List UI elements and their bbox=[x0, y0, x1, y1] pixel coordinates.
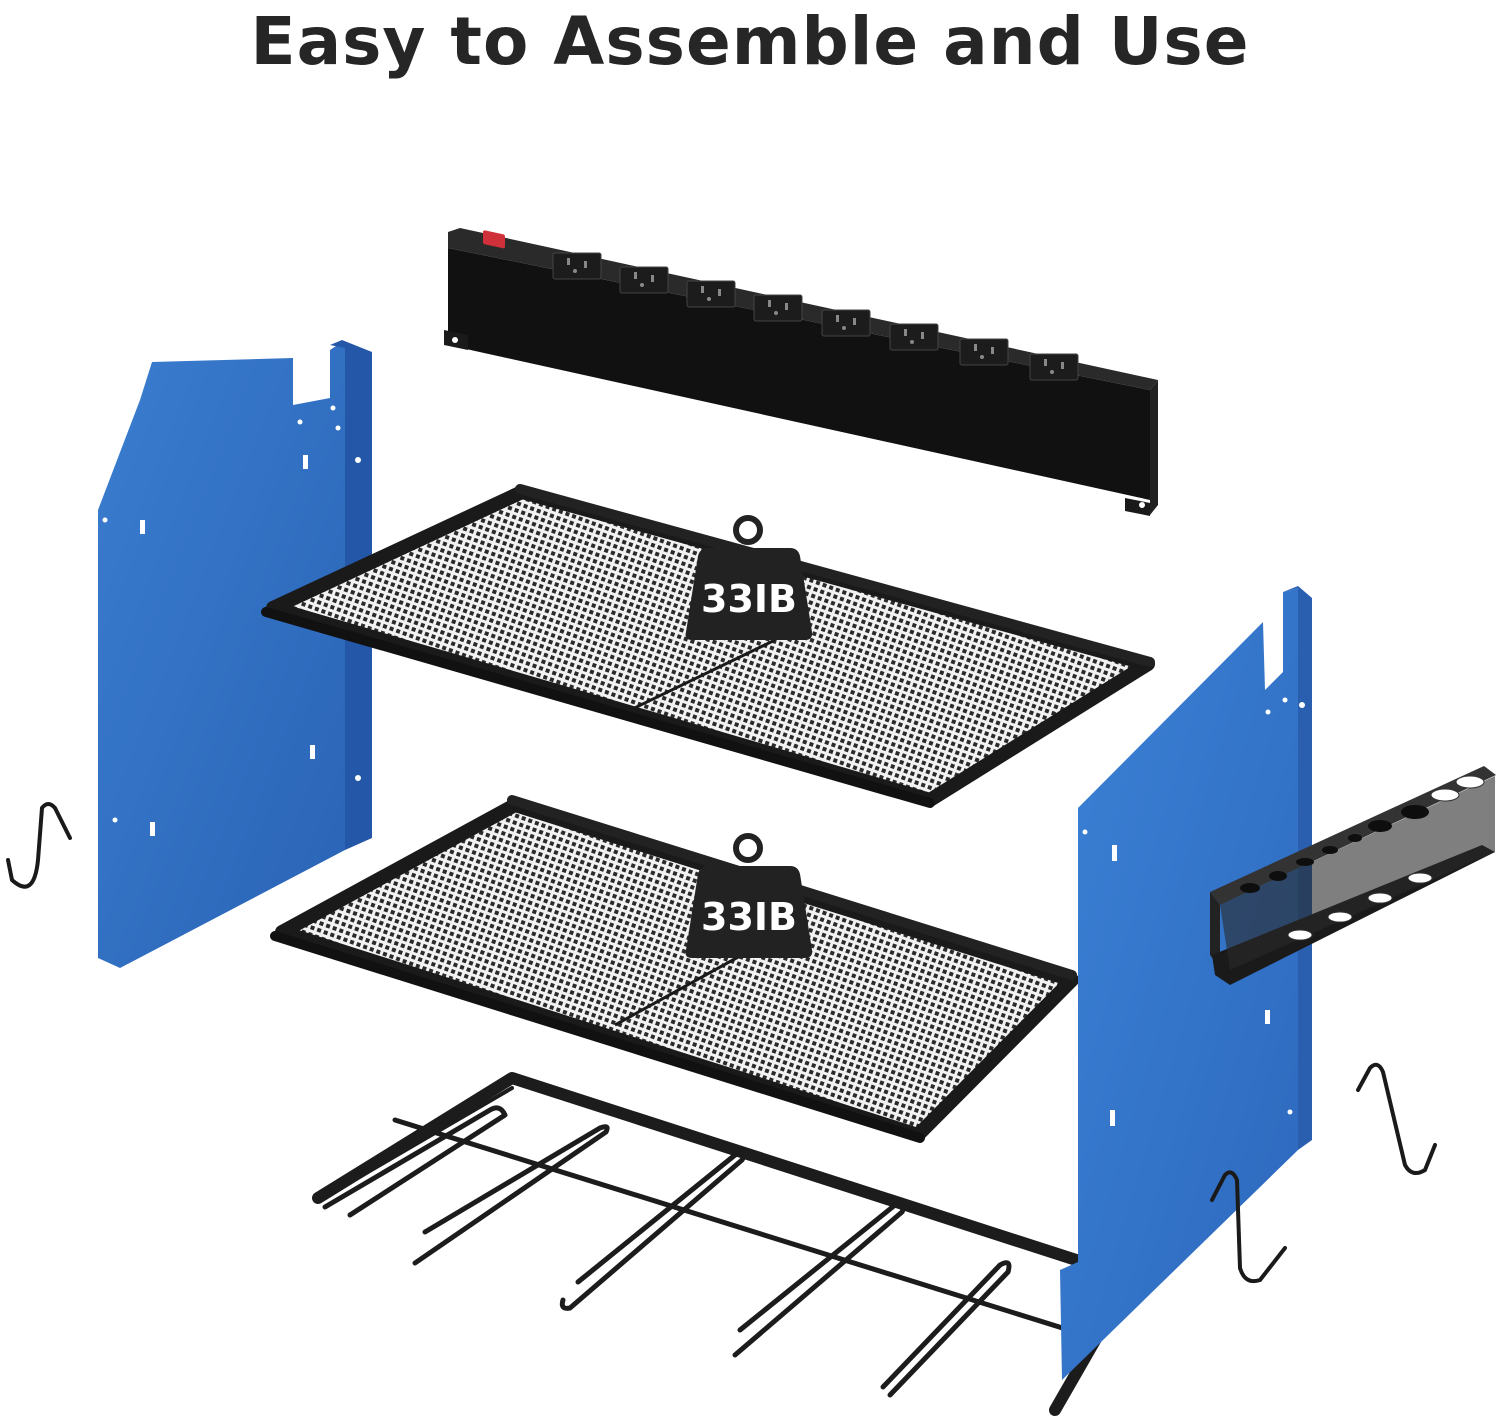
s-hook-right-1 bbox=[1356, 1062, 1437, 1176]
outlets bbox=[552, 252, 1079, 381]
power-switch-icon bbox=[483, 230, 505, 249]
left-side-panel bbox=[98, 340, 372, 968]
power-strip bbox=[444, 228, 1158, 516]
page-title: Easy to Assemble and Use bbox=[250, 3, 1250, 80]
lower-mesh-shelf bbox=[270, 795, 1079, 1143]
drill-holder-rack bbox=[312, 1072, 1138, 1416]
s-hook-right-2 bbox=[1210, 1170, 1287, 1284]
weight-badge-upper: 33IB bbox=[685, 515, 813, 640]
s-hook-left bbox=[6, 802, 72, 889]
bit-holder bbox=[1210, 766, 1496, 985]
weight-capacity-label: 33IB bbox=[701, 895, 797, 939]
weight-badge-lower: 33IB bbox=[685, 833, 813, 958]
upper-mesh-shelf bbox=[261, 484, 1155, 808]
weight-capacity-label: 33IB bbox=[701, 577, 797, 621]
